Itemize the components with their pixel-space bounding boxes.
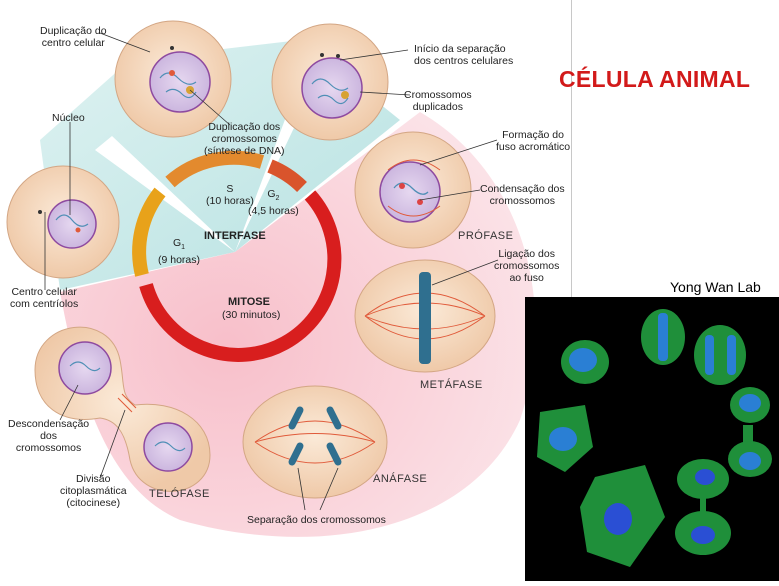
label-line: Descondensação (8, 418, 90, 430)
leader-lines (44, 32, 499, 511)
label-line: dos (40, 430, 58, 442)
cell-anaphase (242, 385, 388, 499)
divider-line (571, 0, 572, 300)
microscopy-cells (537, 309, 772, 567)
label-line: fuso acromático (496, 141, 571, 153)
phase-anafase: ANÁFASE (373, 473, 428, 485)
label-line: Início da separação (414, 43, 506, 55)
label-centro-celular: Centro celular com centríolos (10, 286, 78, 310)
fluorescent-cell (580, 465, 665, 567)
label-condensacao: Condensação dos cromossomos (480, 183, 565, 207)
label-line: citoplasmática (60, 485, 127, 497)
label-inicio-separacao: Início da separação dos centros celulare… (414, 43, 513, 67)
microscopy-photo (525, 297, 779, 581)
label-line: (síntese de DNA) (204, 145, 285, 157)
label-line: Centro celular (11, 286, 77, 298)
cycle-mitosis: MITOSE (228, 296, 270, 308)
label-line: com centríolos (10, 298, 79, 310)
label-duplicacao-cromossomos: Duplicação dos cromossomos (síntese de D… (204, 121, 285, 157)
cycle-g1-duration: (9 horas) (158, 254, 201, 267)
cycle-interphase: INTERFASE (204, 230, 266, 242)
cell-metaphase (354, 259, 496, 373)
label-line: Divisão (76, 473, 111, 485)
arc-g1 (132, 187, 166, 277)
label-line: Duplicação do (40, 25, 107, 37)
label-dup-centro: Duplicação do centro celular (40, 25, 107, 49)
label-line: ao fuso (509, 272, 544, 284)
fluorescent-cell (728, 387, 772, 477)
cycle-g1-sub: 1 (181, 244, 186, 252)
cell-left (6, 165, 120, 279)
label-line: dos centros celulares (414, 55, 514, 67)
fluorescent-cell (675, 459, 731, 555)
label-cromossomos-duplicados: Cromossomos duplicados (404, 89, 472, 113)
phase-metafase: METÁFASE (420, 379, 483, 391)
fluorescent-cell (641, 309, 685, 365)
label-line: Duplicação dos (208, 121, 281, 133)
cycle-s-duration: (10 horas) (206, 195, 254, 207)
label-separacao: Separação dos cromossomos (247, 514, 386, 526)
label-line: Condensação dos (480, 183, 565, 195)
fluorescent-cell (537, 405, 593, 472)
cell-prophase (354, 131, 472, 249)
label-formacao-fuso: Formação do fuso acromático (496, 129, 570, 153)
fluorescent-cell (694, 325, 746, 385)
cell-top-right (271, 23, 389, 141)
cycle-g1-label: G (172, 237, 182, 249)
label-line: Ligação dos (498, 248, 555, 260)
label-descondensacao: Descondensação dos cromossomos (8, 418, 89, 454)
label-line: cromossomos (489, 195, 555, 207)
label-line: Cromossomos (404, 89, 472, 101)
label-line: cromossomos (494, 260, 560, 272)
label-line: Formação do (502, 129, 564, 141)
cycle-g2-sub: 2 (275, 195, 280, 203)
cycle-g2: G2 (4,5 horas) (248, 188, 299, 217)
arc-mitosis (139, 190, 342, 362)
wedge-gap (95, 136, 235, 252)
fluorescent-cell (561, 340, 609, 384)
phase-profase: PRÓFASE (458, 230, 514, 242)
label-line: cromossomos (15, 442, 82, 454)
label-line: cromossomos (211, 133, 277, 145)
label-line: centro celular (41, 37, 105, 49)
arc-s (165, 150, 265, 188)
phase-telofase: TELÓFASE (149, 488, 210, 500)
cycle-mitosis-duration: (30 minutos) (222, 309, 281, 321)
cycle-g2-duration: (4,5 horas) (248, 205, 299, 218)
label-ligacao: Ligação dos cromossomos ao fuso (494, 248, 559, 284)
cycle-s-label: S (226, 183, 234, 195)
cycle-s: S (10 horas) (206, 183, 254, 207)
label-nucleo: Núcleo (52, 112, 85, 124)
photo-credit: Yong Wan Lab (670, 279, 761, 295)
cell-telophase (34, 326, 211, 492)
cycle-g1: G1 (9 horas) (158, 237, 200, 266)
cycle-g2-label: G (267, 188, 276, 200)
label-line: (citocinese) (66, 497, 121, 509)
cell-top (114, 20, 232, 138)
arc-g2 (267, 159, 307, 193)
page-title: CÉLULA ANIMAL (559, 66, 751, 92)
label-line: duplicados (412, 101, 463, 113)
label-divisao: Divisão citoplasmática (citocinese) (60, 473, 127, 509)
